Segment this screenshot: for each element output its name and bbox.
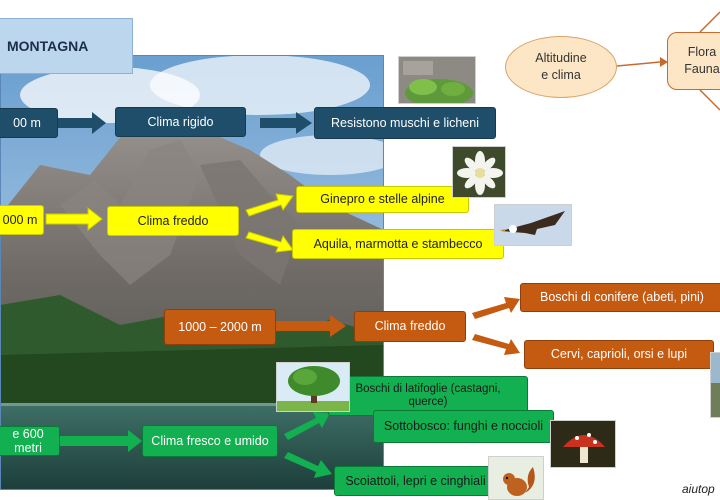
- effect-level-3-conifers: Boschi di conifere (abeti, pini): [520, 283, 720, 312]
- climate-level-3: Clima freddo: [354, 311, 466, 342]
- altitude-level-1: 00 m: [0, 108, 58, 138]
- climate-level-1: Clima rigido: [115, 107, 246, 137]
- arrow-level-3-c: [472, 334, 520, 355]
- squirrel-photo: [488, 456, 544, 500]
- effect-level-2-animals: Aquila, marmotta e stambecco: [292, 229, 504, 259]
- edelweiss-photo: [452, 146, 506, 198]
- climate-level-2: Clima freddo: [107, 206, 239, 236]
- effect-level-4-broadleaf: Boschi di latifoglie (castagni, querce): [328, 376, 528, 416]
- tree-photo: [276, 362, 350, 412]
- legend-altitude-climate: Altitudine e clima: [505, 36, 617, 98]
- partial-photo-right: [710, 352, 720, 418]
- effect-level-4-animals: Scoiattoli, lepri e cinghiali: [334, 466, 497, 496]
- page-title: MONTAGNA: [0, 18, 133, 74]
- photo-frame: [0, 55, 384, 490]
- effect-level-4-undergrowth: Sottobosco: funghi e noccioli: [373, 410, 554, 443]
- eagle-photo: [494, 204, 572, 246]
- footer-watermark: aiutop: [682, 482, 715, 496]
- legend-flora-fauna: Flora Fauna: [667, 32, 720, 90]
- effect-level-3-animals: Cervi, caprioli, orsi e lupi: [524, 340, 714, 369]
- moss-photo: [398, 56, 476, 104]
- arrow-level-3-b: [472, 297, 520, 319]
- effect-level-1-mosses: Resistono muschi e licheni: [314, 107, 496, 139]
- climate-level-4: Clima fresco e umido: [142, 425, 278, 457]
- altitude-level-2: 000 m: [0, 205, 44, 235]
- altitude-level-3: 1000 – 2000 m: [164, 309, 276, 345]
- altitude-level-4: e 600 metri: [0, 426, 60, 456]
- mushroom-photo: [550, 420, 616, 468]
- effect-level-2-plants: Ginepro e stelle alpine: [296, 186, 469, 213]
